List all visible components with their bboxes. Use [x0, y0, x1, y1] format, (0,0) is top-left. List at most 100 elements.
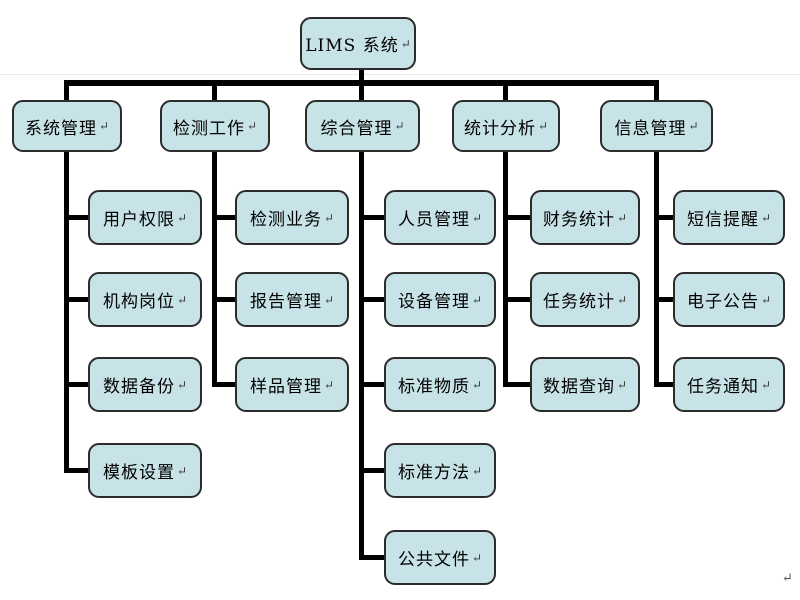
- return-mark-icon: ↵: [176, 210, 188, 225]
- node-label: 电子公告: [686, 292, 759, 312]
- node-task-statistics: 任务统计↵: [530, 272, 640, 327]
- connector-child-stub: [503, 215, 532, 220]
- connector-branch-drop: [359, 80, 364, 100]
- node-statistical-analysis: 统计分析↵: [452, 100, 560, 152]
- node-comprehensive-management: 综合管理↵: [305, 100, 420, 152]
- node-label: 公共文件: [397, 550, 470, 570]
- node-label: 机构岗位: [102, 292, 175, 312]
- node-label: 报告管理: [249, 292, 322, 312]
- return-mark-icon: ↵: [176, 377, 188, 392]
- return-mark-icon: ↵: [323, 377, 335, 392]
- connector-branch-drop: [654, 80, 659, 100]
- return-mark-icon: ↵: [616, 377, 628, 392]
- return-mark-icon: ↵: [616, 292, 628, 307]
- connector-child-stub: [359, 468, 386, 473]
- connector-branch-trunk: [64, 152, 69, 473]
- connector-child-stub: [212, 215, 237, 220]
- node-sample-management: 样品管理↵: [235, 357, 349, 412]
- node-equipment-management: 设备管理↵: [384, 272, 496, 327]
- node-data-query: 数据查询↵: [530, 357, 640, 412]
- node-information-management: 信息管理↵: [600, 100, 713, 152]
- return-mark-icon: ↵: [471, 210, 483, 225]
- node-label: 综合管理: [320, 118, 393, 139]
- node-sms-reminder: 短信提醒↵: [673, 190, 785, 245]
- return-mark-icon: ↵: [246, 119, 258, 133]
- node-report-management: 报告管理↵: [235, 272, 349, 327]
- connector-child-stub: [64, 297, 90, 302]
- return-mark-icon: ↵: [616, 210, 628, 225]
- node-label: 模板设置: [102, 463, 175, 483]
- node-testing-business: 检测业务↵: [235, 190, 349, 245]
- node-label: 数据备份: [102, 377, 175, 397]
- connector-child-stub: [654, 382, 675, 387]
- return-mark-icon: ↵: [176, 463, 188, 478]
- node-label: 用户权限: [102, 210, 175, 230]
- node-label: 统计分析: [463, 118, 536, 139]
- node-electronic-bulletin: 电子公告↵: [673, 272, 785, 327]
- return-mark-icon: ↵: [176, 292, 188, 307]
- connector-branch-trunk: [654, 152, 659, 387]
- node-label: 设备管理: [397, 292, 470, 312]
- connector-child-stub: [654, 215, 675, 220]
- return-mark-icon: ↵: [760, 210, 772, 225]
- node-lims-system: LIMS 系统↵: [300, 17, 416, 70]
- node-label: 样品管理: [249, 377, 322, 397]
- node-label: 检测业务: [249, 210, 322, 230]
- connector-child-stub: [64, 215, 90, 220]
- faint-horizontal-rule: [0, 74, 800, 75]
- node-label: 信息管理: [614, 118, 687, 139]
- node-label: 数据查询: [542, 377, 615, 397]
- node-task-notification: 任务通知↵: [673, 357, 785, 412]
- node-template-settings: 模板设置↵: [88, 443, 202, 498]
- connector-root-drop: [359, 67, 364, 80]
- return-mark-icon: ↵: [323, 210, 335, 225]
- return-mark-icon: ↵: [537, 119, 549, 133]
- node-label: 财务统计: [542, 210, 615, 230]
- return-mark-icon: ↵: [471, 377, 483, 392]
- node-label: 任务统计: [542, 292, 615, 312]
- node-org-positions: 机构岗位↵: [88, 272, 202, 327]
- connector-child-stub: [503, 297, 532, 302]
- connector-child-stub: [212, 382, 237, 387]
- return-mark-icon: ↵: [323, 292, 335, 307]
- return-mark-icon: ↵: [471, 463, 483, 478]
- return-mark-icon: ↵: [98, 119, 110, 133]
- node-testing-work: 检测工作↵: [160, 100, 270, 152]
- node-user-permissions: 用户权限↵: [88, 190, 202, 245]
- connector-child-stub: [359, 382, 386, 387]
- connector-child-stub: [654, 297, 675, 302]
- node-label: 标准方法: [397, 463, 470, 483]
- node-standard-methods: 标准方法↵: [384, 443, 496, 498]
- connector-branch-trunk: [503, 152, 508, 387]
- return-mark-icon: ↵: [394, 119, 405, 133]
- connector-child-stub: [212, 297, 237, 302]
- connector-branch-drop: [503, 80, 508, 100]
- connector-child-stub: [503, 382, 532, 387]
- node-system-management: 系统管理↵: [12, 100, 122, 152]
- return-mark-icon: ↵: [688, 119, 699, 133]
- node-label: LIMS 系统: [305, 36, 399, 56]
- node-financial-statistics: 财务统计↵: [530, 190, 640, 245]
- connector-branch-trunk: [359, 152, 364, 560]
- return-mark-icon: ↵: [471, 292, 483, 307]
- node-standard-materials: 标准物质↵: [384, 357, 496, 412]
- node-label: 短信提醒: [686, 210, 759, 230]
- return-mark-icon: ↵: [400, 36, 411, 51]
- connector-child-stub: [359, 215, 386, 220]
- node-label: 检测工作: [172, 118, 245, 139]
- connector-child-stub: [64, 468, 90, 473]
- return-mark-icon: ↵: [760, 377, 772, 392]
- connector-child-stub: [359, 297, 386, 302]
- connector-branch-drop: [64, 80, 69, 100]
- connector-branch-trunk: [212, 152, 217, 387]
- connector-child-stub: [359, 555, 386, 560]
- node-personnel-management: 人员管理↵: [384, 190, 496, 245]
- return-mark-icon: ↵: [760, 292, 772, 307]
- connector-branch-drop: [212, 80, 217, 100]
- node-label: 任务通知: [686, 377, 759, 397]
- node-label: 人员管理: [397, 210, 470, 230]
- node-label: 系统管理: [24, 118, 97, 139]
- node-public-documents: 公共文件↵: [384, 530, 496, 585]
- connector-child-stub: [64, 382, 90, 387]
